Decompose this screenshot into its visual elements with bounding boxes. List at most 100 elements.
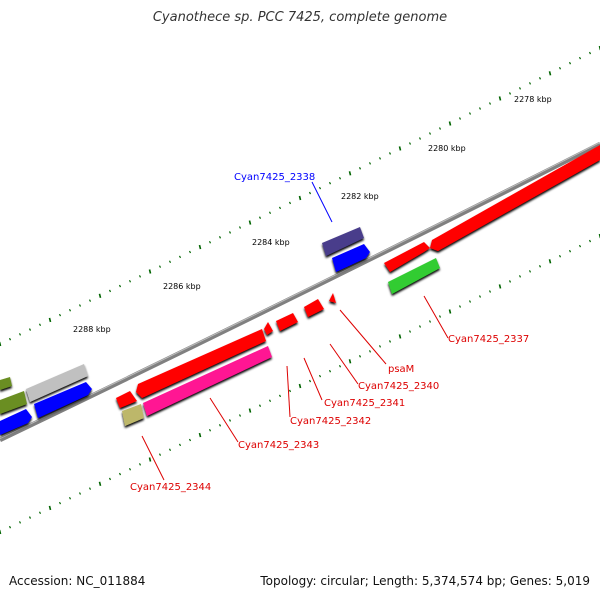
gene-label-cyan7425-2342[interactable]: Cyan7425_2342	[290, 416, 371, 427]
leader-line-2340	[329, 343, 359, 385]
inner-scale-tick	[528, 270, 532, 273]
gene-label-cyan7425-2343[interactable]: Cyan7425_2343	[238, 440, 319, 451]
inner-scale-tick	[468, 300, 472, 303]
gene-arrow-pink[interactable]	[143, 346, 272, 416]
inner-scale-tick	[218, 424, 222, 427]
gene-arrow-red-psaM[interactable]	[329, 293, 336, 303]
outer-scale-tick	[568, 61, 572, 65]
leader-line-2338	[311, 181, 333, 223]
inner-scale-tick	[8, 525, 12, 529]
inner-scale-tick	[188, 438, 192, 442]
gene-arrow-blue-upper[interactable]	[332, 244, 370, 272]
outer-scale-tick	[48, 317, 52, 323]
kbp-label-2284: 2284 kbp	[252, 238, 290, 247]
gene-arrow-olive-edge[interactable]	[0, 377, 12, 390]
kbp-label-2282: 2282 kbp	[341, 192, 379, 201]
accession-label: Accession: NC_011884	[9, 574, 146, 588]
outer-scale-tick	[528, 82, 532, 85]
outer-scale-tick	[218, 236, 222, 239]
outer-scale-tick	[28, 328, 32, 331]
inner-scale-tick	[208, 428, 212, 432]
outer-scale-tick	[278, 206, 282, 210]
inner-scale-tick	[398, 334, 402, 339]
inner-scale-tick	[418, 325, 422, 328]
inner-scale-tick	[368, 350, 372, 353]
outer-scale-tick	[0, 341, 2, 347]
outer-scale-tick	[428, 132, 432, 135]
inner-scale-tick	[488, 290, 492, 293]
gene-arrow-red-small-top[interactable]	[384, 242, 430, 272]
outer-scale-tick	[458, 117, 462, 120]
inner-scale-tick	[338, 364, 342, 368]
outer-scale-tick	[78, 304, 82, 307]
genome-backbone	[0, 141, 600, 443]
outer-scale-tick	[548, 71, 552, 76]
inner-scale-tick	[308, 379, 312, 383]
outer-scale-tick	[228, 231, 232, 234]
inner-scale-tick	[68, 497, 72, 500]
inner-scale-tick	[98, 481, 102, 486]
inner-scale-tick	[548, 259, 552, 264]
inner-scale-tick	[288, 389, 292, 393]
inner-scale-tick	[248, 408, 252, 413]
kbp-label-2288: 2288 kbp	[73, 325, 111, 334]
outer-scale-tick	[118, 284, 122, 288]
inner-scale-tick	[538, 265, 542, 268]
gene-label-psam[interactable]: psaM	[388, 364, 414, 375]
gene-label-cyan7425-2344[interactable]: Cyan7425_2344	[130, 482, 211, 493]
gene-arrow-red-left[interactable]	[116, 391, 137, 408]
outer-scale-tick	[368, 162, 372, 165]
gene-arrow-blue-lower[interactable]	[34, 382, 92, 418]
outer-scale-tick	[538, 77, 542, 80]
inner-scale-tick	[168, 448, 172, 452]
kbp-label-2280: 2280 kbp	[428, 144, 466, 153]
gene-arrow-red-mid1[interactable]	[304, 299, 324, 317]
inner-scale-tick	[238, 414, 242, 417]
inner-scale-tick	[108, 477, 112, 481]
leader-line-2344	[141, 435, 165, 481]
inner-scale-tick	[448, 309, 452, 314]
gene-arrow-blue-edge[interactable]	[0, 409, 32, 435]
inner-scale-tick	[568, 249, 572, 253]
gene-arrow-red-tiny[interactable]	[264, 322, 273, 335]
outer-scale-tick	[98, 293, 102, 298]
outer-scale-tick	[418, 137, 422, 140]
gene-label-cyan7425-2338[interactable]: Cyan7425_2338	[234, 172, 315, 183]
inner-scale-tick	[378, 345, 382, 348]
inner-scale-tick	[348, 359, 352, 364]
inner-scale-tick	[588, 239, 592, 243]
map-title: Cyanothece sp. PCC 7425, complete genome	[152, 10, 448, 25]
gene-arrow-red-large-top[interactable]	[430, 145, 600, 251]
gene-label-cyan7425-2341[interactable]: Cyan7425_2341	[324, 398, 405, 409]
inner-scale-tick	[118, 472, 122, 476]
kbp-label-2286: 2286 kbp	[163, 282, 201, 291]
outer-scale-tick	[318, 186, 322, 190]
outer-scale-tick	[328, 181, 332, 185]
outer-scale-tick	[148, 269, 152, 274]
inner-scale-tick	[58, 501, 62, 505]
inner-scale-tick	[518, 275, 522, 278]
gene-arrow-silver[interactable]	[26, 364, 88, 402]
gene-arrow-red-mid2[interactable]	[276, 313, 298, 331]
inner-scale-tick	[0, 529, 2, 535]
inner-scale-tick	[388, 340, 392, 343]
outer-scale-tick	[8, 337, 12, 341]
outer-scale-tick	[248, 220, 252, 225]
outer-scale-tick	[388, 152, 392, 155]
leader-line-2337	[423, 295, 449, 339]
outer-scale-tick	[338, 176, 342, 180]
gene-arrow-green[interactable]	[388, 258, 440, 294]
gene-label-cyan7425-2337[interactable]: Cyan7425_2337	[448, 334, 529, 345]
gene-arrow-olive[interactable]	[0, 391, 27, 414]
inner-scale-tick	[138, 463, 142, 466]
gene-arrow-khaki[interactable]	[122, 404, 144, 426]
inner-scale-tick	[28, 516, 32, 519]
outer-scale-tick	[398, 146, 402, 151]
outer-scale-tick	[168, 260, 172, 264]
gene-arrow-red-long[interactable]	[136, 329, 266, 398]
gene-label-cyan7425-2340[interactable]: Cyan7425_2340	[358, 381, 439, 392]
gene-arrow-navy[interactable]	[322, 227, 364, 256]
outer-scale-tick	[408, 142, 412, 145]
scale-ticks	[0, 45, 600, 535]
